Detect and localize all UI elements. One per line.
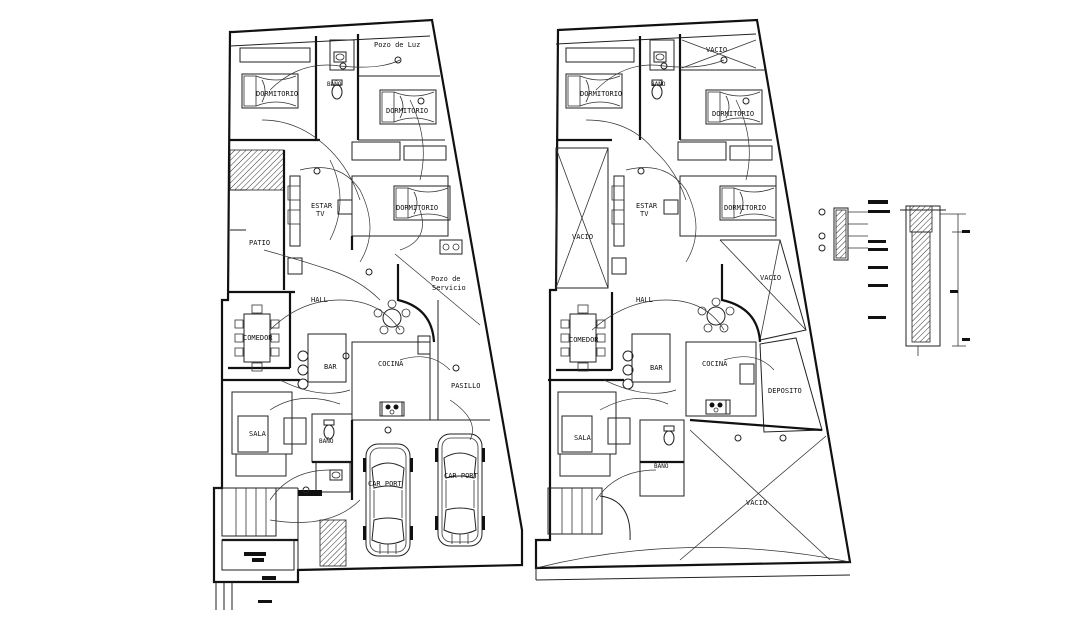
label-car-port-2: CAR PORT (444, 472, 479, 480)
label-tv: TV (316, 210, 325, 218)
right-plan-interior-walls (535, 34, 851, 569)
label-patio: PATIO (249, 239, 270, 247)
label-bano-top: BAÑO (327, 81, 342, 88)
label-r-hall: HALL (636, 296, 653, 304)
left-plan-furniture (234, 51, 486, 557)
right-plan-outline (534, 18, 852, 581)
label-pozo-de-servicio-2: Servicio (432, 284, 466, 292)
label-pozo-de-servicio-1: Pozo de (431, 275, 461, 283)
label-pozo-de-luz: Pozo de Luz (374, 41, 420, 49)
label-r-bar: BAR (650, 364, 663, 372)
label-car-port-1: CAR PORT (368, 480, 403, 488)
label-dormitorio-1: DORMITORIO (256, 90, 298, 98)
left-plan-room-labels: Pozo de Luz DORMITORIO BAÑO DORMITORIO E… (243, 41, 481, 488)
label-estar: ESTAR (311, 202, 333, 210)
label-r-bano-top: BAÑO (651, 81, 666, 88)
label-r-dormitorio-3: DORMITORIO (724, 204, 766, 212)
label-vacio-top: VACIO (706, 46, 727, 54)
label-bano-low: BAÑO (319, 438, 334, 445)
label-dormitorio-3: DORMITORIO (396, 204, 438, 212)
label-r-estar: ESTAR (636, 202, 658, 210)
label-vacio-bottom: VACIO (746, 499, 767, 507)
right-plan-electrical-circuits (585, 56, 787, 501)
label-r-comedor: COMEDOR (569, 336, 599, 344)
label-bar: BAR (324, 363, 337, 371)
label-r-tv: TV (640, 210, 649, 218)
foundation-detail-section (818, 200, 970, 356)
label-r-cocina: COCINA (702, 360, 728, 368)
left-plan-electrical-circuits (261, 56, 481, 523)
label-cocina: COCINA (378, 360, 404, 368)
right-plan-room-labels: VACIO DORMITORIO BAÑO DORMITORIO ESTAR T… (569, 46, 802, 507)
label-hall: HALL (311, 296, 328, 304)
label-pasillo: PASILLO (451, 382, 481, 390)
label-dormitorio-2: DORMITORIO (386, 107, 428, 115)
patio-planter-hatch (229, 149, 285, 191)
label-r-bano-low: BAÑO (654, 463, 669, 470)
label-vacio-left: VACIO (572, 233, 593, 241)
left-plan-interior-walls (215, 34, 490, 610)
front-planter-hatch (319, 519, 347, 567)
label-r-dormitorio-2: DORMITORIO (712, 110, 754, 118)
label-r-dormitorio-1: DORMITORIO (580, 90, 622, 98)
label-deposito: DEPOSITO (768, 387, 802, 395)
label-r-sala: SALA (574, 434, 592, 442)
label-comedor: COMEDOR (243, 334, 273, 342)
label-sala: SALA (249, 430, 267, 438)
label-vacio-mid: VACIO (760, 274, 781, 282)
